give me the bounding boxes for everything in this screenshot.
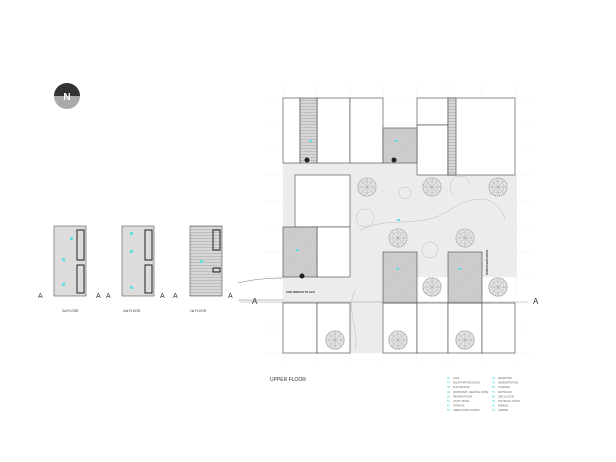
legend-item: RECEPTION <box>498 377 512 380</box>
section-mark: A <box>106 293 111 300</box>
north-label: N <box>63 92 70 103</box>
floor-label: 2nd FLOOR <box>123 309 141 313</box>
legend-number: 47 <box>447 381 450 385</box>
legend-number: 46 <box>447 376 450 380</box>
legend-number: 55 <box>492 381 495 385</box>
legend-number: 49 <box>447 390 450 394</box>
legend-number: 48 <box>447 385 450 389</box>
legend-number: 56 <box>492 385 495 389</box>
small-plan-2nd-floor: 2nd FLOOR <box>121 225 155 313</box>
legend-item: BATHROOM <box>498 391 512 394</box>
legend-item: GARDEN <box>498 409 509 412</box>
legend-item: WORKSHOP - MEETING ROOM <box>453 391 488 394</box>
legend-number: 58 <box>492 394 495 398</box>
section-mark-right: A <box>533 297 539 306</box>
legend-item: PLAYGROUND <box>453 386 470 389</box>
legend-item: ADMINISTRATION <box>498 382 519 385</box>
legend-number: 54 <box>492 376 495 380</box>
legend-item: READING ROOM <box>453 395 472 398</box>
legend-number: 53 <box>447 408 450 412</box>
main-plan-upper-floor: CHILDREN'S PLAZA MAIN ENTRANCE A A UPPER… <box>237 85 539 383</box>
small-plan-1st-floor: 1st FLOOR <box>189 225 223 313</box>
legend-item: PARKING <box>498 405 509 408</box>
section-mark: A <box>228 293 233 300</box>
section-mark: A <box>96 293 101 300</box>
legend-item: GREEN ROOF ACCESS <box>453 409 480 412</box>
legend-item: STORAGE <box>498 386 510 389</box>
legend-number: 51 <box>447 399 450 403</box>
legend-item: TECHNICAL ROOM <box>498 400 520 403</box>
legend-number: 57 <box>492 390 495 394</box>
legend-item: MULTIPURPOSE ROOM <box>453 382 480 385</box>
section-mark-left: A <box>252 297 258 306</box>
section-mark: A <box>38 293 43 300</box>
north-arrow-icon: N <box>54 83 80 109</box>
legend-item: STUDY ROOM <box>453 400 469 403</box>
legend-item: CAFE <box>453 377 460 380</box>
stair-icon <box>299 157 397 279</box>
small-plan-3rd-floor: 3rd FLOOR <box>53 225 87 313</box>
legend-number: 60 <box>492 404 495 408</box>
section-mark: A <box>160 293 165 300</box>
legend-number: 52 <box>447 404 450 408</box>
legend-number: 59 <box>492 399 495 403</box>
legend-item: TERRACE <box>453 405 465 408</box>
legend-number: 61 <box>492 408 495 412</box>
floor-label: 3rd FLOOR <box>62 309 79 313</box>
legend-number: 50 <box>447 394 450 398</box>
plaza-label: CHILDREN'S PLAZA <box>286 290 316 294</box>
legend-item: CIRCULATION <box>498 395 514 398</box>
vertical-label: MAIN ENTRANCE <box>485 250 489 275</box>
section-mark: A <box>173 293 178 300</box>
plan-title: UPPER FLOOR <box>270 377 306 383</box>
section-marks-small: A A A A A A <box>38 293 233 300</box>
floor-label: 1st FLOOR <box>190 309 207 313</box>
